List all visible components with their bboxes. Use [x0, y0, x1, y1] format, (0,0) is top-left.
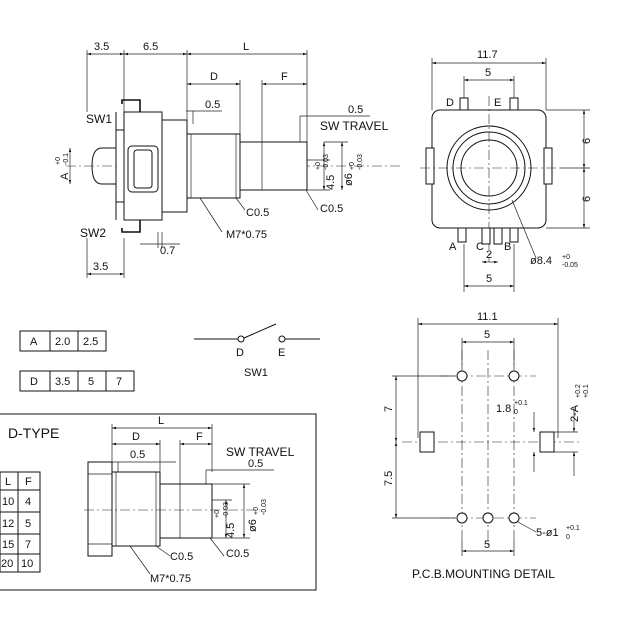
dtype-sw-travel: SW TRAVEL: [226, 445, 295, 459]
switch-symbol: D E SW1: [194, 323, 320, 379]
table-A-val-0: 2.0: [55, 336, 70, 348]
pcb-dim-1-8-tol-top: +0.1: [514, 400, 528, 407]
dtype-dim-F: F: [196, 431, 203, 443]
dtype-section: D-TYPE L F 10 4 12 5 15 7 20 10 L D: [0, 415, 295, 585]
dtype-dim-D: D: [132, 431, 140, 443]
fv-pin-C: C: [476, 241, 484, 253]
dtype-table-header-L: L: [5, 476, 11, 488]
dim-6-5: 6.5: [143, 41, 158, 53]
dtype-dim-4-5: 4.5: [225, 523, 237, 538]
dim-L: L: [243, 41, 249, 53]
table-A: A 2.0 2.5: [19, 330, 107, 352]
dim-D: D: [210, 71, 218, 83]
dtype-dim-0-5-a: 0.5: [130, 449, 145, 461]
table-D-label: D: [30, 376, 38, 388]
pcb-dim-11-1: 11.1: [477, 311, 498, 323]
table-A-label: A: [30, 336, 38, 348]
switch-label: SW1: [244, 367, 268, 379]
dtype-dim-0-5-b: 0.5: [248, 458, 263, 470]
table-D: D 3.5 5 7: [19, 370, 135, 392]
dim-A: A: [59, 172, 71, 180]
table-A-val-1: 2.5: [83, 336, 98, 348]
front-view: 11.7 5 D E 6 6 A C B 2: [420, 49, 593, 292]
pcb-caption: P.C.B.MOUNTING DETAIL: [412, 567, 555, 581]
pcb-dim-5-top: 5: [484, 329, 490, 341]
table-D-val-0: 3.5: [55, 376, 70, 388]
dim-4-5-tol-bot: -0.03: [323, 154, 330, 170]
fv-dim-8-4: ø8.4: [530, 255, 552, 267]
fv-dim-11-7: 11.7: [477, 49, 498, 61]
fv-dim-8-4-tol-bot: -0.05: [562, 262, 578, 269]
dim-A-tol-top: +0: [55, 157, 62, 165]
dim-6: ø6: [343, 173, 355, 186]
dtype-dim-6-tol-top: +0: [253, 507, 260, 515]
fv-dim-8-4-tol-top: +0: [562, 254, 570, 261]
fv-dim-5-top: 5: [485, 67, 491, 79]
dtype-title: D-TYPE: [8, 425, 59, 441]
dtype-c05-b: C0.5: [226, 548, 249, 560]
dtype-row-0-L: 10: [2, 496, 14, 508]
fv-pin-A: A: [449, 241, 457, 253]
pcb-dim-1-8-tol-bot: 0: [514, 409, 518, 416]
switch-pin-D: D: [236, 347, 244, 359]
pcb-dim-2-A-tol-top: +0.2: [575, 384, 582, 398]
fv-dim-6-upper: 6: [581, 138, 593, 144]
dtype-row-3-L: 20: [1, 558, 13, 570]
dtype-dim-4-5-tol-top: +0: [214, 510, 221, 518]
dtype-dim-4-5-tol-bot: -0.03: [223, 502, 230, 518]
pcb-dim-7-5: 7.5: [383, 471, 395, 486]
dtype-c05-a: C0.5: [170, 551, 193, 563]
c05-a: C0.5: [246, 207, 269, 219]
dtype-table: L F 10 4 12 5 15 7 20 10: [0, 471, 41, 573]
fv-dim-6-lower: 6: [581, 196, 593, 202]
dtype-row-1-L: 12: [2, 518, 14, 530]
dim-6-tol-top: +0: [349, 162, 356, 170]
pcb-dim-2-A-tol-bot: +0.1: [583, 384, 590, 398]
dtype-dim-L: L: [158, 415, 164, 427]
pcb-dim-hole: 5-ø1: [536, 527, 559, 539]
dtype-row-2-F: 7: [25, 539, 31, 551]
dim-3-5-top: 3.5: [94, 41, 109, 53]
m7-thread: M7*0.75: [226, 229, 267, 241]
side-view: 3.5 6.5 L D F 0.5 0.5 SW TRAVEL SW1 SW2 …: [55, 41, 400, 278]
fv-pin-B: B: [504, 241, 511, 253]
switch-pin-E: E: [278, 347, 285, 359]
sw2-label: SW2: [80, 226, 106, 240]
dtype-dim-6-tol-bot: -0.03: [261, 499, 268, 515]
sw1-label: SW1: [86, 112, 112, 126]
dtype-m7: M7*0.75: [150, 573, 191, 585]
fv-dim-5-bottom: 5: [486, 273, 492, 285]
dim-0-5-a: 0.5: [205, 99, 220, 111]
dtype-dim-6: ø6: [247, 519, 259, 532]
pcb-dim-7: 7: [383, 406, 395, 412]
dim-6-tol-bot: -0.03: [357, 154, 364, 170]
pcb-dim-2-A: 2-A: [569, 404, 581, 422]
pcb-dim-5-bottom: 5: [484, 539, 490, 551]
dtype-row-0-F: 4: [25, 496, 31, 508]
table-D-val-1: 5: [88, 376, 94, 388]
dim-F: F: [281, 71, 288, 83]
sw-travel-label: SW TRAVEL: [320, 119, 389, 133]
pcb-dim-hole-tol-top: +0.1: [566, 525, 580, 532]
dtype-row-2-L: 15: [2, 539, 14, 551]
dtype-row-3-F: 10: [21, 558, 33, 570]
dtype-frame: [0, 413, 317, 591]
dtype-row-1-F: 5: [25, 518, 31, 530]
dim-A-tol-bot: -0.1: [63, 153, 70, 165]
dim-0-7: 0.7: [160, 245, 175, 257]
fv-pin-D: D: [446, 97, 454, 109]
fv-dim-2: 2: [486, 249, 492, 261]
dim-3-5-bottom: 3.5: [93, 261, 108, 273]
dim-4-5: 4.5: [325, 175, 337, 190]
fv-pin-E: E: [494, 97, 501, 109]
pcb-detail: 11.1 5 7 7.5 1.8 +0.1 0: [383, 311, 590, 581]
pcb-dim-hole-tol-bot: 0: [566, 534, 570, 541]
table-D-val-2: 7: [116, 376, 122, 388]
pcb-dim-1-8: 1.8: [496, 403, 511, 415]
dim-0-5-b: 0.5: [348, 104, 363, 116]
dim-4-5-tol-top: +0: [315, 162, 322, 170]
dtype-table-header-F: F: [25, 476, 32, 488]
c05-b: C0.5: [320, 203, 343, 215]
